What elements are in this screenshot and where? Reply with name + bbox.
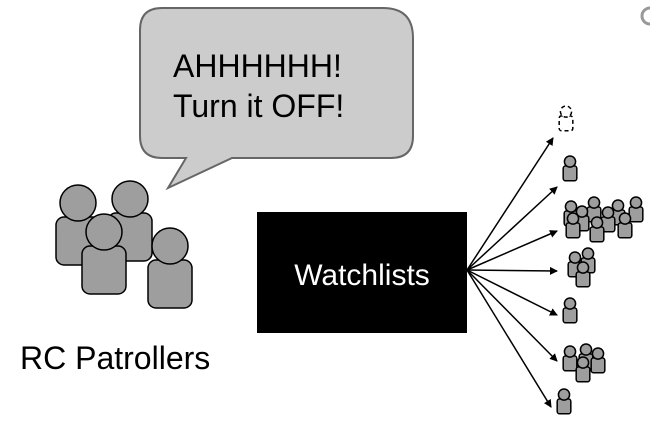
corner-fragment xyxy=(640,6,650,26)
patroller-person-icon xyxy=(81,213,127,295)
person-icon xyxy=(617,212,633,239)
watchlist-arrow xyxy=(466,269,558,362)
target-large-group xyxy=(563,196,644,243)
person-icon xyxy=(590,347,606,374)
target-removed xyxy=(558,105,574,132)
target-single-b xyxy=(562,297,578,324)
person-icon xyxy=(562,155,578,182)
watchlist-arrows xyxy=(466,137,558,408)
speech-bubble: AHHHHHH! Turn it OFF! xyxy=(139,7,414,191)
speech-bubble-shape xyxy=(139,7,414,191)
person-icon xyxy=(575,356,591,383)
watchlist-arrow xyxy=(466,230,558,271)
watchlists-box: Watchlists xyxy=(257,212,467,333)
watchlists-box-rect xyxy=(257,212,467,333)
watchlist-arrow xyxy=(466,269,558,316)
patroller-person-icon xyxy=(147,227,193,309)
person-icon xyxy=(628,196,644,223)
person-icon xyxy=(589,216,605,243)
watchlist-arrow xyxy=(466,137,554,271)
target-groups xyxy=(556,105,644,415)
person-icon xyxy=(575,261,591,288)
person-icon xyxy=(556,388,572,415)
patrollers-label: RC Patrollers xyxy=(20,340,210,376)
speech-bubble-line-2: Turn it OFF! xyxy=(173,88,344,124)
target-single-c xyxy=(556,388,572,415)
watchlist-arrow xyxy=(466,266,558,275)
person-icon xyxy=(600,206,616,233)
person-icon xyxy=(562,345,578,372)
watchlist-arrow xyxy=(466,269,552,408)
target-small-group-b xyxy=(562,343,606,383)
person-icon xyxy=(565,212,581,239)
person-icon xyxy=(558,105,574,132)
target-single-a xyxy=(562,155,578,182)
target-small-group-a xyxy=(567,247,596,288)
speech-bubble-line-1: AHHHHHH! xyxy=(173,48,342,84)
patrollers-group xyxy=(55,180,193,309)
watchlists-label: Watchlists xyxy=(294,259,430,292)
watchlist-arrow xyxy=(466,186,558,271)
person-icon xyxy=(562,297,578,324)
